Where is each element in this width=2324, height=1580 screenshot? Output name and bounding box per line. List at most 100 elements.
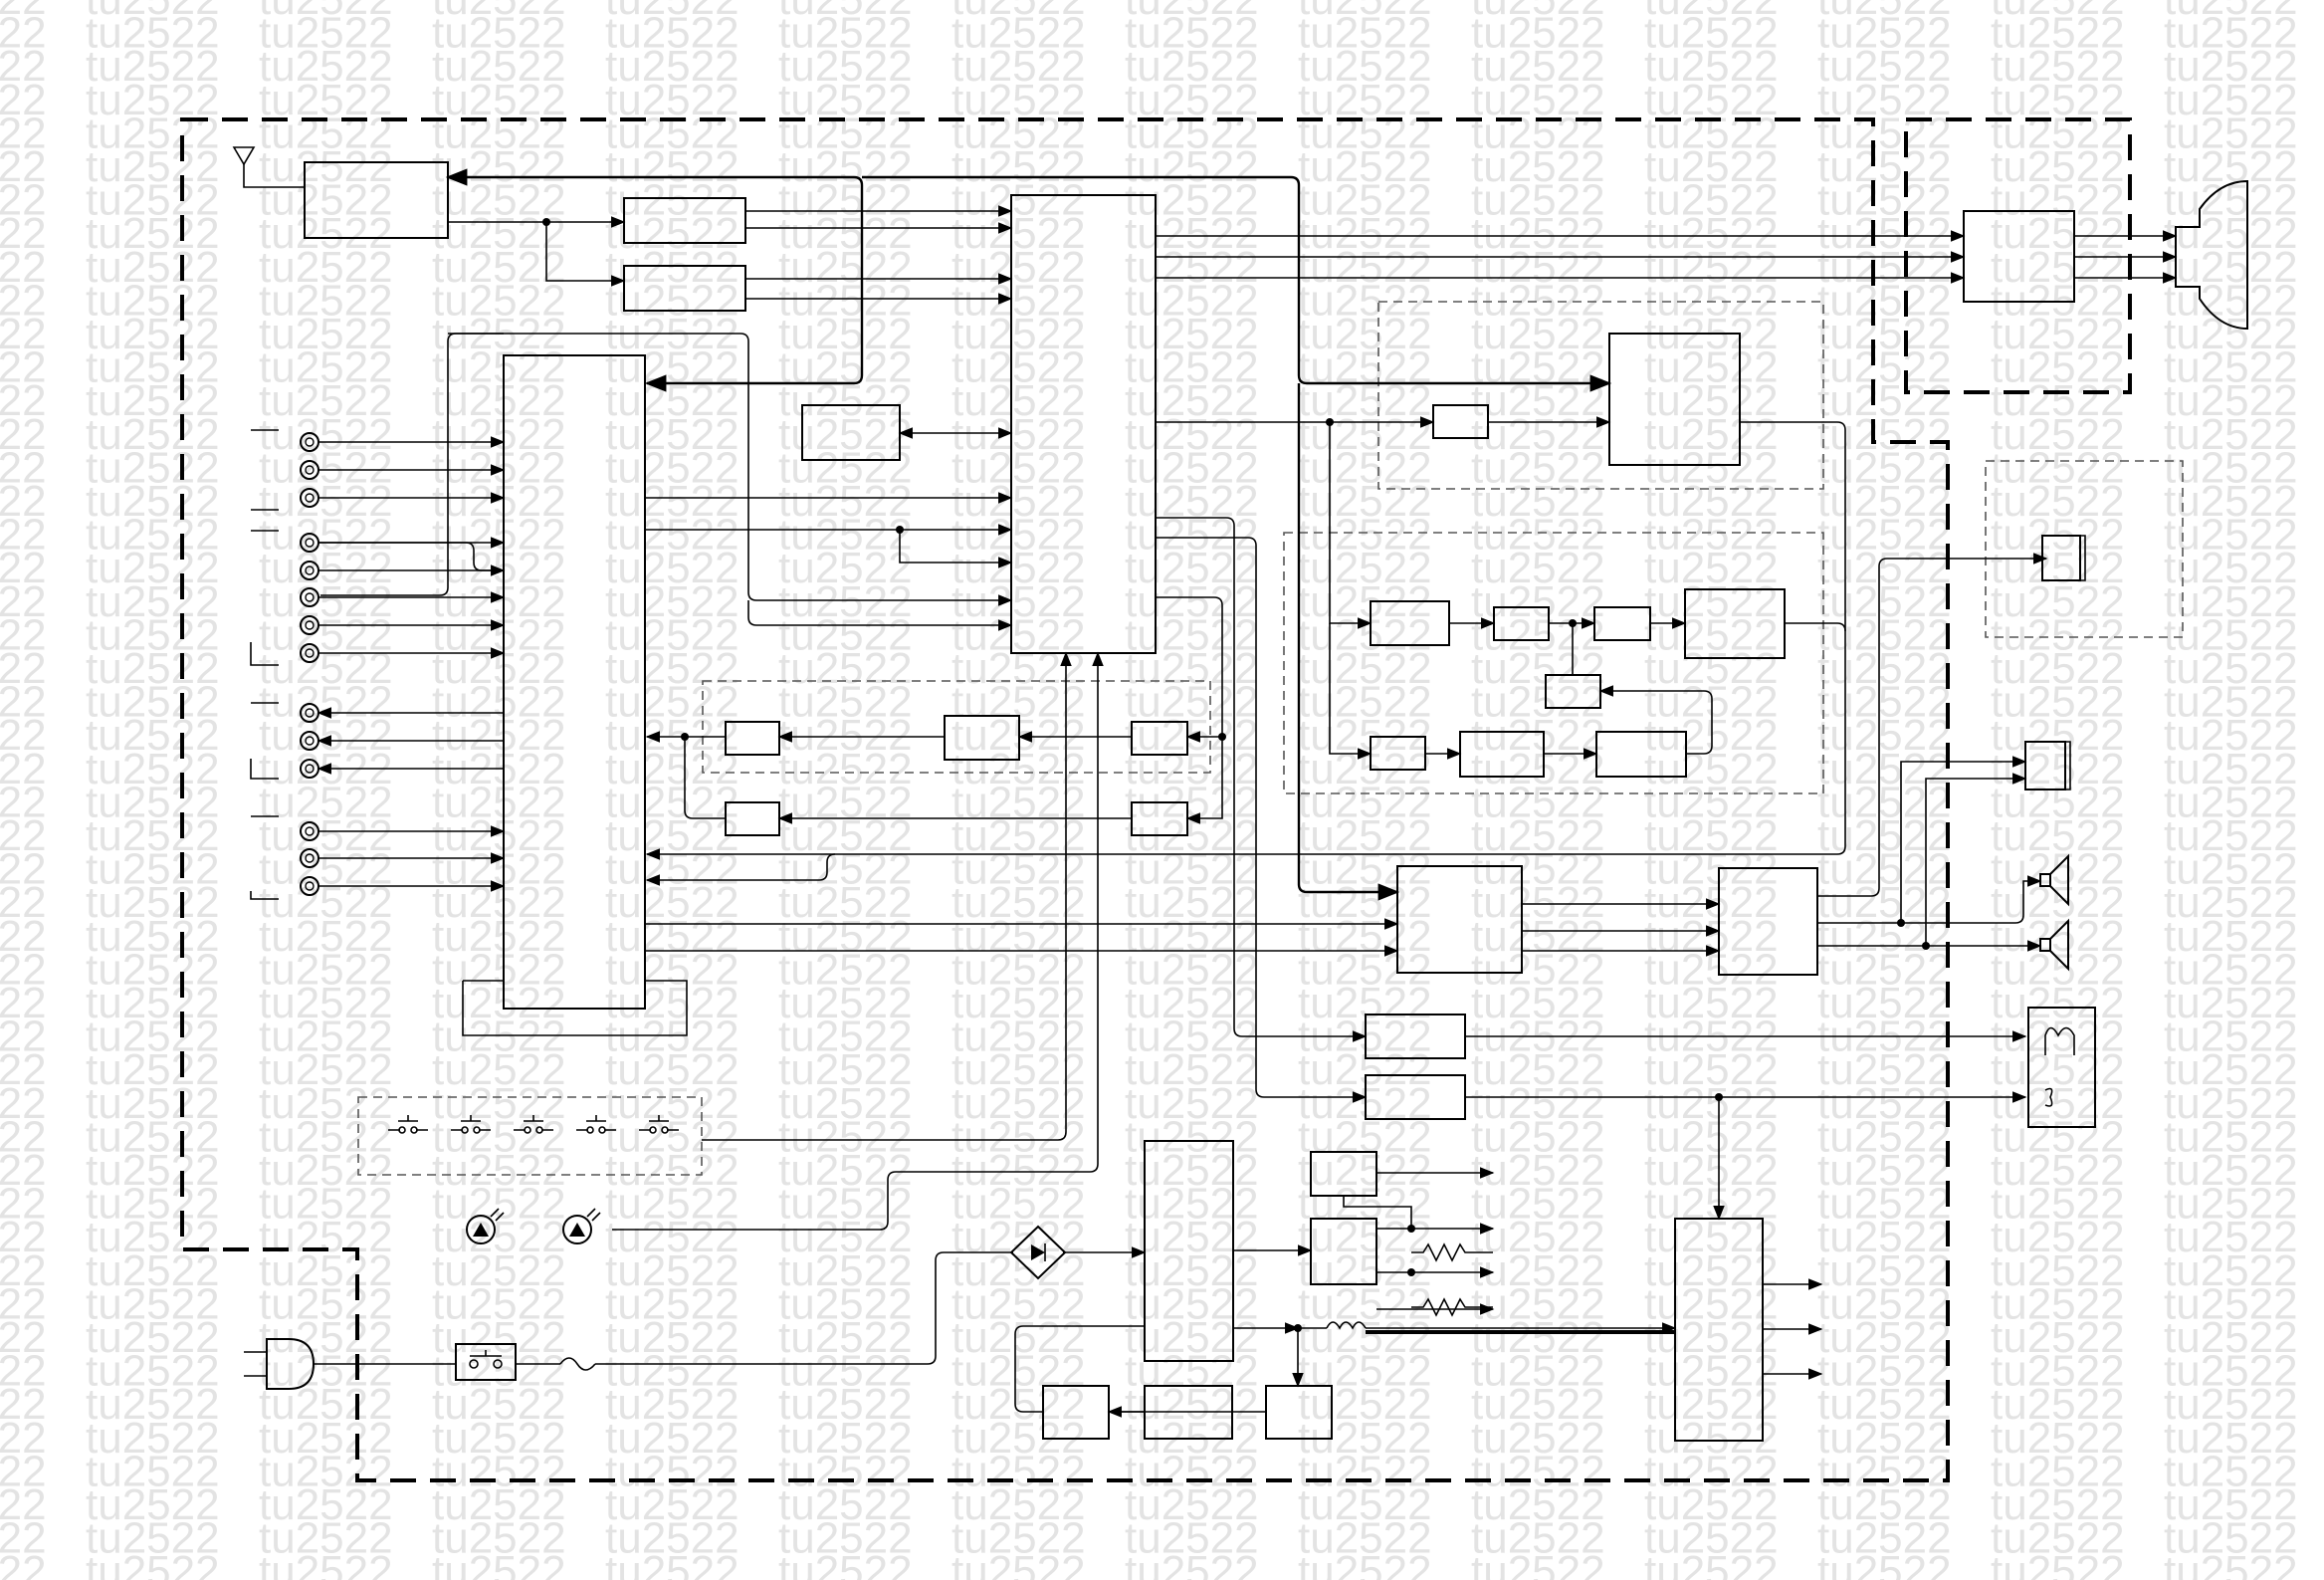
- watermark-text: tu2522: [1991, 1380, 2125, 1429]
- watermark-text: tu2522: [1125, 276, 1259, 325]
- watermark-text: tu2522: [1298, 1447, 1432, 1495]
- watermark-text: tu2522: [1644, 343, 1779, 392]
- watermark-text: tu2522: [1817, 711, 1952, 760]
- watermark-text: tu2522: [1817, 811, 1952, 860]
- watermark-text: tu2522: [1298, 1347, 1432, 1396]
- watermark-text: tu2522: [259, 76, 393, 124]
- watermark-text: tu2522: [1298, 1180, 1432, 1229]
- watermark-text: tu2522: [1471, 142, 1605, 191]
- watermark-text: tu2522: [1298, 76, 1432, 124]
- watermark-text: tu2522: [951, 945, 1086, 994]
- watermark-text: tu2522: [86, 979, 220, 1027]
- watermark-text: tu2522: [951, 1279, 1086, 1328]
- watermark-text: tu2522: [2164, 1146, 2298, 1195]
- watermark-text: tu2522: [259, 1180, 393, 1229]
- watermark-text: tu2522: [0, 109, 47, 157]
- watermark-text: tu2522: [1817, 1447, 1952, 1495]
- watermark-text: tu2522: [1991, 610, 2125, 659]
- rca-jack-center: [305, 493, 315, 503]
- watermark-text: tu2522: [259, 511, 393, 560]
- watermark-text: tu2522: [259, 1213, 393, 1261]
- watermark-text: tu2522: [605, 745, 739, 793]
- watermark-text: tu2522: [432, 42, 566, 91]
- watermark-text: tu2522: [259, 109, 393, 157]
- watermark-text: tu2522: [0, 644, 47, 693]
- watermark-text: tu2522: [432, 778, 566, 826]
- watermark-text: tu2522: [1991, 1347, 2125, 1396]
- watermark-text: tu2522: [1991, 1547, 2125, 1580]
- watermark-text: tu2522: [2164, 477, 2298, 526]
- watermark-text: tu2522: [432, 109, 566, 157]
- watermark-text: tu2522: [605, 610, 739, 659]
- watermark-text: tu2522: [2164, 343, 2298, 392]
- watermark-text: tu2522: [1298, 1146, 1432, 1195]
- watermark-text: tu2522: [1471, 443, 1605, 492]
- watermark-text: tu2522: [1817, 142, 1952, 191]
- watermark-text: tu2522: [86, 109, 220, 157]
- watermark-text: tu2522: [86, 945, 220, 994]
- deflection-block: [1608, 333, 1741, 466]
- crt-board-boundary: [1904, 117, 2132, 394]
- watermark-text: tu2522: [86, 1180, 220, 1229]
- watermark-text: tu2522: [1125, 1180, 1259, 1229]
- watermark-text: tu2522: [1817, 109, 1952, 157]
- watermark-text: tu2522: [1471, 1347, 1605, 1396]
- watermark-text: tu2522: [1471, 0, 1605, 24]
- watermark-text: tu2522: [778, 443, 913, 492]
- watermark-text: tu2522: [86, 1279, 220, 1328]
- watermark-text: tu2522: [1298, 109, 1432, 157]
- watermark-text: tu2522: [1817, 343, 1952, 392]
- watermark-text: tu2522: [1125, 443, 1259, 492]
- watermark-text: tu2522: [951, 243, 1086, 292]
- watermark-text: tu2522: [1991, 945, 2125, 994]
- watermark-text: tu2522: [2164, 979, 2298, 1027]
- watermark-text: tu2522: [1298, 410, 1432, 459]
- watermark-text: tu2522: [1125, 610, 1259, 659]
- watermark-text: tu2522: [1817, 477, 1952, 526]
- watermark-text: tu2522: [1644, 1213, 1779, 1261]
- watermark-text: tu2522: [1125, 376, 1259, 425]
- watermark-text: tu2522: [0, 1347, 47, 1396]
- watermark-text: tu2522: [86, 678, 220, 727]
- watermark-text: tu2522: [1644, 443, 1779, 492]
- watermark-text: tu2522: [1817, 778, 1952, 826]
- watermark-text: tu2522: [1644, 477, 1779, 526]
- watermark-text: tu2522: [1471, 1480, 1605, 1529]
- watermark-text: tu2522: [86, 410, 220, 459]
- watermark-text: tu2522: [1644, 9, 1779, 58]
- watermark-text: tu2522: [1644, 1079, 1779, 1128]
- watermark-text: tu2522: [259, 1146, 393, 1195]
- watermark-text: tu2522: [951, 577, 1086, 626]
- watermark-text: tu2522: [432, 1112, 566, 1161]
- watermark-text: tu2522: [259, 1313, 393, 1362]
- watermark-text: tu2522: [259, 0, 393, 24]
- watermark-text: tu2522: [1817, 912, 1952, 961]
- watermark-text: tu2522: [0, 1279, 47, 1328]
- rca-jack-center: [305, 465, 315, 475]
- watermark-text: tu2522: [0, 1146, 47, 1195]
- watermark-text: tu2522: [0, 678, 47, 727]
- watermark-text: tu2522: [1991, 443, 2125, 492]
- watermark-text: tu2522: [1125, 1279, 1259, 1328]
- watermark-text: tu2522: [2164, 76, 2298, 124]
- watermark-text: tu2522: [1991, 1514, 2125, 1563]
- watermark-text: tu2522: [2164, 243, 2298, 292]
- watermark-text: tu2522: [432, 1180, 566, 1229]
- watermark-text: tu2522: [778, 1213, 913, 1261]
- watermark-text: tu2522: [1125, 979, 1259, 1027]
- watermark-text: tu2522: [778, 1480, 913, 1529]
- watermark-text: tu2522: [1991, 912, 2125, 961]
- watermark-text: tu2522: [605, 1013, 739, 1061]
- watermark-text: tu2522: [605, 9, 739, 58]
- watermark-text: tu2522: [0, 1313, 47, 1362]
- watermark-text: tu2522: [1817, 243, 1952, 292]
- watermark-text: tu2522: [951, 142, 1086, 191]
- watermark-text: tu2522: [1471, 811, 1605, 860]
- watermark-text: tu2522: [778, 109, 913, 157]
- watermark-text: tu2522: [1644, 109, 1779, 157]
- antenna-icon: [232, 146, 305, 188]
- watermark-text: tu2522: [86, 644, 220, 693]
- watermark-text: tu2522: [2164, 845, 2298, 894]
- watermark-text: tu2522: [1298, 243, 1432, 292]
- watermark-text: tu2522: [0, 1547, 47, 1580]
